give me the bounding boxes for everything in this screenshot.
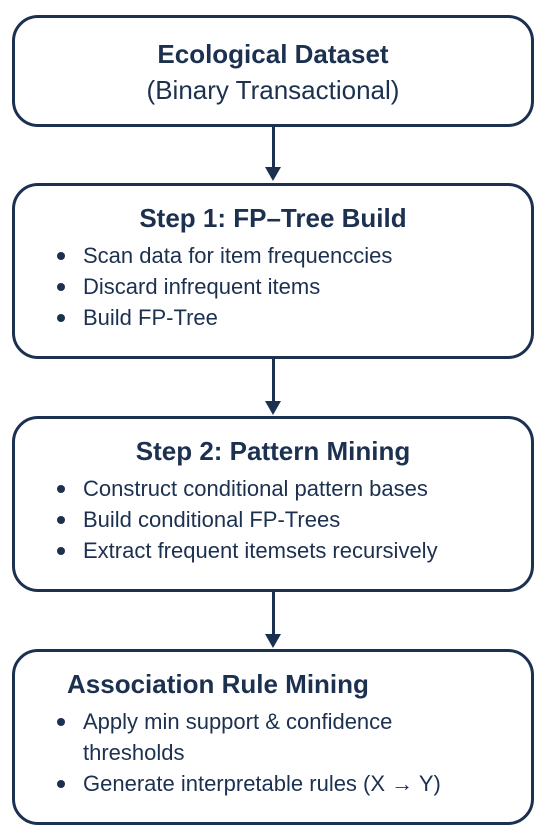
arrow-shaft: [271, 359, 275, 402]
bullet-icon: [57, 314, 65, 322]
list-item: Apply min support & confidence threshold…: [53, 706, 531, 768]
rules-title: Association Rule Mining: [67, 669, 369, 699]
list-item: Scan data for item frequenccies: [53, 240, 531, 271]
step2-list: Construct conditional pattern bases Buil…: [15, 473, 531, 566]
list-item: Generate interpretable rules (X → Y): [53, 768, 531, 799]
arrow-head-icon: [265, 634, 281, 648]
arrow-shaft: [271, 127, 275, 169]
dataset-subtitle: (Binary Transactional): [146, 75, 400, 105]
list-item: Build conditional FP-Trees: [53, 504, 531, 535]
bullet-icon: [57, 252, 65, 260]
bullet-icon: [57, 547, 65, 555]
step1-box: Step 1: FP–Tree Build Scan data for item…: [12, 183, 534, 359]
bullet-icon: [57, 780, 65, 788]
rules-list: Apply min support & confidence threshold…: [15, 706, 531, 799]
rules-box: Association Rule Mining Apply min suppor…: [12, 649, 534, 825]
arrow-head-icon: [265, 167, 281, 181]
bullet-icon: [57, 485, 65, 493]
step2-box: Step 2: Pattern Mining Construct conditi…: [12, 416, 534, 592]
bullet-icon: [57, 718, 65, 726]
step1-title: Step 1: FP–Tree Build: [139, 203, 407, 233]
bullet-icon: [57, 283, 65, 291]
list-item: Construct conditional pattern bases: [53, 473, 531, 504]
bullet-icon: [57, 516, 65, 524]
list-item: Build FP-Tree: [53, 302, 531, 333]
list-item: Extract frequent itemsets recursively: [53, 535, 531, 566]
arrow-head-icon: [265, 401, 281, 415]
step2-title: Step 2: Pattern Mining: [135, 436, 411, 466]
step1-list: Scan data for item frequenccies Discard …: [15, 240, 531, 333]
dataset-box: Ecological Dataset (Binary Transactional…: [12, 15, 534, 127]
list-item: Discard infrequent items: [53, 271, 531, 302]
arrow-shaft: [271, 592, 275, 635]
dataset-title: Ecological Dataset: [157, 39, 389, 69]
